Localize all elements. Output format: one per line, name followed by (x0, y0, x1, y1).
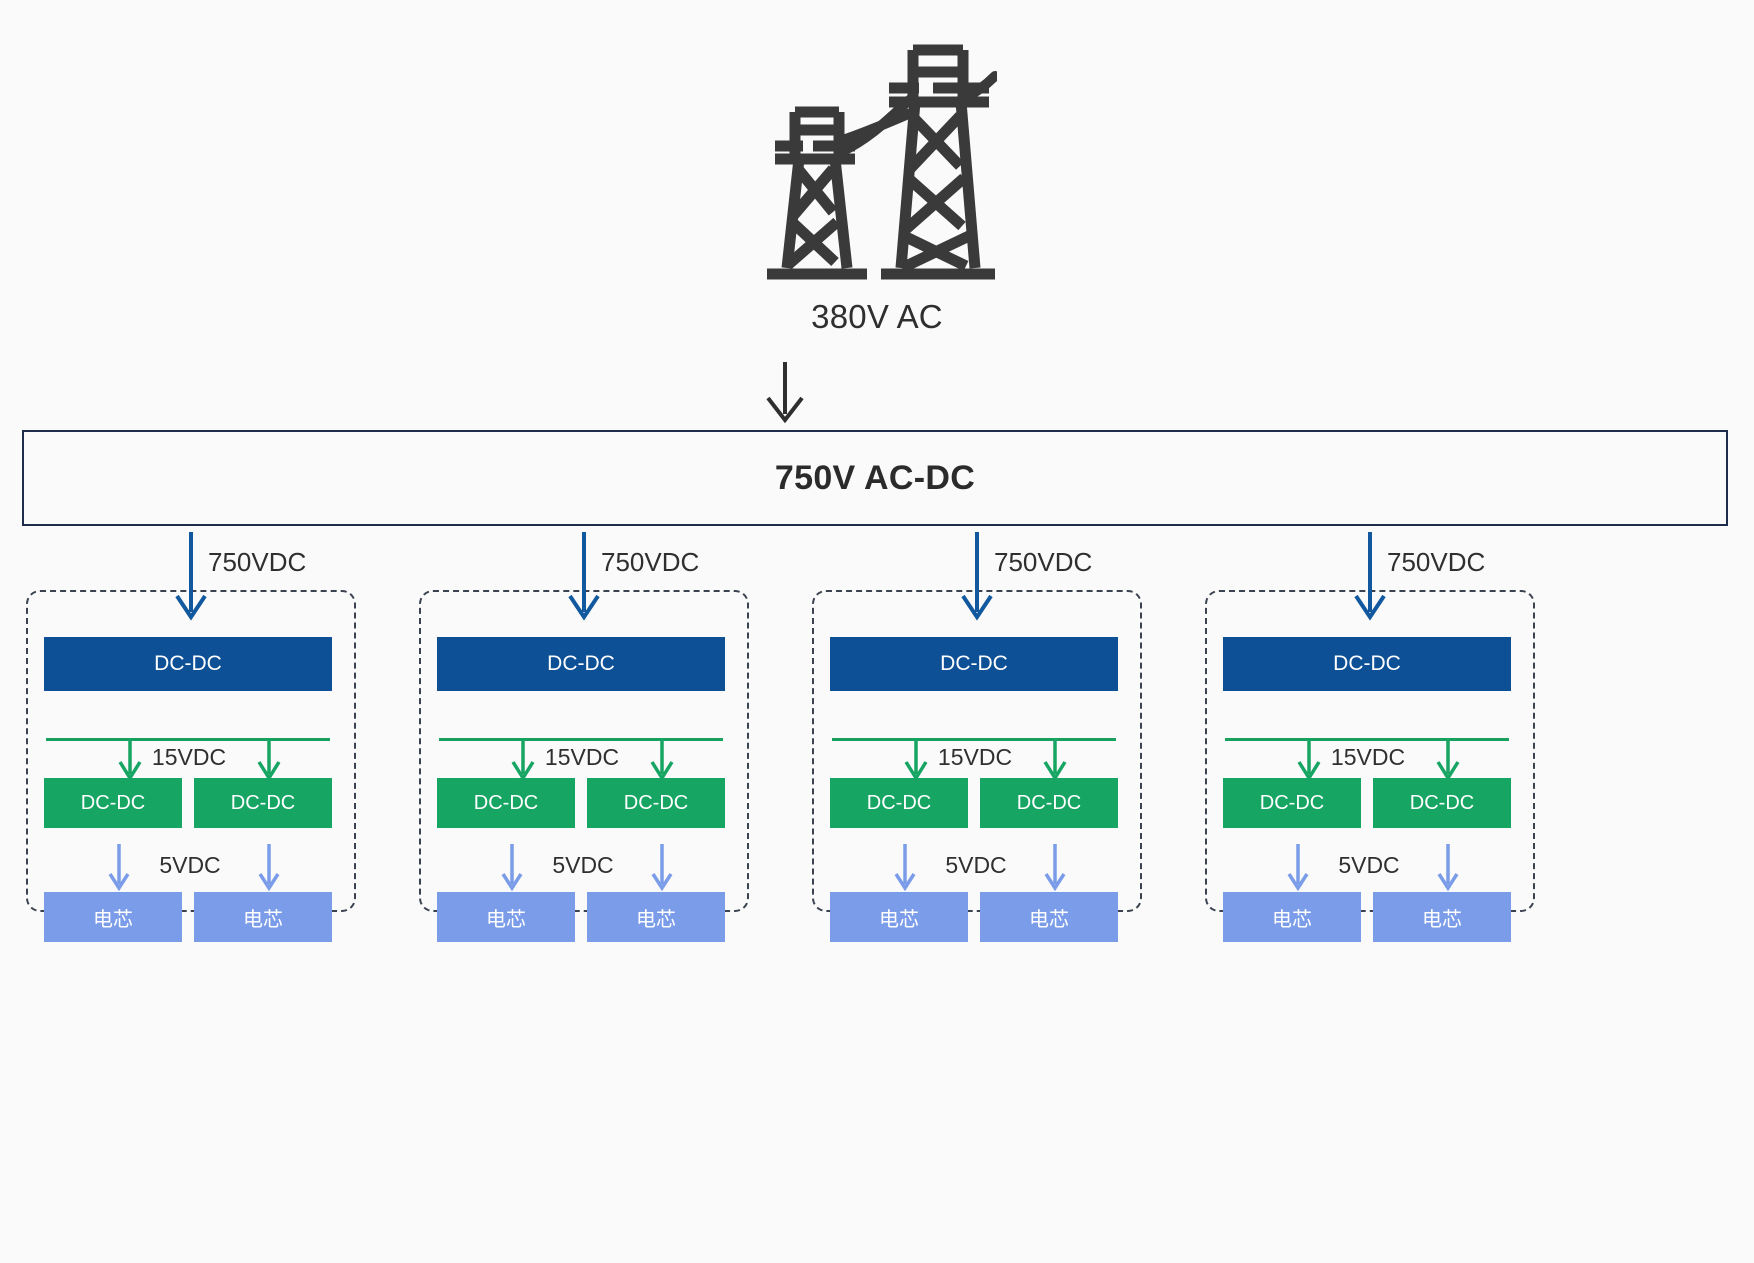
feed-arrow-750vdc (1354, 532, 1386, 621)
output-arrow-left (894, 844, 916, 892)
bus-arrow-right (1043, 738, 1067, 782)
secondary-dcdc-block[interactable]: DC-DC (980, 778, 1118, 828)
module-group: 750VDC DC-DC 15VDC DC-DC DC-DC 5V (415, 526, 808, 986)
source-voltage-label: 380V AC (811, 298, 943, 335)
output-arrow-left (108, 844, 130, 892)
bus-arrow-left (1297, 738, 1321, 782)
output-arrow-right (1437, 844, 1459, 892)
primary-dcdc-block[interactable]: DC-DC (44, 637, 332, 691)
primary-dcdc-label: DC-DC (940, 652, 1008, 675)
source-to-converter-arrow (766, 362, 804, 424)
secondary-dcdc-block[interactable]: DC-DC (587, 778, 725, 828)
secondary-dcdc-label: DC-DC (473, 791, 539, 814)
bus-arrow-left (511, 738, 535, 782)
bus-voltage-label: 15VDC (937, 744, 1013, 770)
bus-voltage-label: 15VDC (1330, 744, 1406, 770)
battery-cell-label: 电芯 (243, 908, 283, 931)
secondary-dcdc-label: DC-DC (623, 791, 689, 814)
output-voltage-label: 5VDC (552, 852, 614, 878)
output-arrow-left (1287, 844, 1309, 892)
output-arrow-left (501, 844, 523, 892)
bus-arrow-right (257, 738, 281, 782)
battery-cell-label: 电芯 (486, 908, 526, 931)
battery-cell-block[interactable]: 电芯 (437, 892, 575, 942)
bus-arrow-right (650, 738, 674, 782)
module-group-row: 750VDC DC-DC 15VDC DC-DC DC-DC 5V (0, 526, 1754, 996)
battery-cell-label: 电芯 (1029, 908, 1069, 931)
output-voltage-label: 5VDC (945, 852, 1007, 878)
feed-voltage-label: 750VDC (208, 547, 307, 577)
battery-cell-block[interactable]: 电芯 (1373, 892, 1511, 942)
feed-arrow-750vdc (961, 532, 993, 621)
secondary-dcdc-label: DC-DC (1016, 791, 1082, 814)
bus-arrow-left (118, 738, 142, 782)
battery-cell-block[interactable]: 电芯 (980, 892, 1118, 942)
secondary-dcdc-block[interactable]: DC-DC (1223, 778, 1361, 828)
secondary-dcdc-label: DC-DC (1259, 791, 1325, 814)
feed-voltage-label: 750VDC (994, 547, 1093, 577)
primary-dcdc-block[interactable]: DC-DC (437, 637, 725, 691)
ac-dc-converter-bar[interactable]: 750V AC-DC (22, 430, 1728, 526)
ac-dc-converter-label: 750V AC-DC (774, 458, 976, 497)
bus-line-15vdc (832, 738, 1116, 741)
bus-voltage-label: 15VDC (151, 744, 227, 770)
battery-cell-label: 电芯 (879, 908, 919, 931)
bus-voltage-label: 15VDC (544, 744, 620, 770)
output-arrow-right (258, 844, 280, 892)
battery-cell-block[interactable]: 电芯 (194, 892, 332, 942)
bus-line-15vdc (439, 738, 723, 741)
secondary-dcdc-label: DC-DC (230, 791, 296, 814)
secondary-dcdc-block[interactable]: DC-DC (1373, 778, 1511, 828)
battery-cell-block[interactable]: 电芯 (44, 892, 182, 942)
module-group: 750VDC DC-DC 15VDC DC-DC DC-DC 5V (22, 526, 415, 986)
primary-dcdc-label: DC-DC (547, 652, 615, 675)
secondary-dcdc-block[interactable]: DC-DC (437, 778, 575, 828)
output-voltage-label: 5VDC (159, 852, 221, 878)
secondary-dcdc-label: DC-DC (80, 791, 146, 814)
module-group: 750VDC DC-DC 15VDC DC-DC DC-DC 5V (808, 526, 1201, 986)
primary-dcdc-block[interactable]: DC-DC (1223, 637, 1511, 691)
feed-arrow-750vdc (175, 532, 207, 621)
battery-cell-label: 电芯 (636, 908, 676, 931)
primary-dcdc-block[interactable]: DC-DC (830, 637, 1118, 691)
primary-dcdc-label: DC-DC (154, 652, 222, 675)
battery-cell-label: 电芯 (93, 908, 133, 931)
bus-arrow-left (904, 738, 928, 782)
secondary-dcdc-block[interactable]: DC-DC (830, 778, 968, 828)
secondary-dcdc-block[interactable]: DC-DC (44, 778, 182, 828)
battery-cell-block[interactable]: 电芯 (830, 892, 968, 942)
output-arrow-right (1044, 844, 1066, 892)
battery-cell-label: 电芯 (1422, 908, 1462, 931)
secondary-dcdc-label: DC-DC (866, 791, 932, 814)
battery-cell-label: 电芯 (1272, 908, 1312, 931)
battery-cell-block[interactable]: 电芯 (1223, 892, 1361, 942)
primary-dcdc-label: DC-DC (1333, 652, 1401, 675)
module-group: 750VDC DC-DC 15VDC DC-DC DC-DC 5V (1201, 526, 1594, 986)
secondary-dcdc-block[interactable]: DC-DC (194, 778, 332, 828)
power-source-icon-wrap (0, 40, 1754, 285)
feed-voltage-label: 750VDC (601, 547, 700, 577)
bus-arrow-right (1436, 738, 1460, 782)
battery-cell-block[interactable]: 电芯 (587, 892, 725, 942)
bus-line-15vdc (46, 738, 330, 741)
output-voltage-label: 5VDC (1338, 852, 1400, 878)
transmission-tower-icon (767, 44, 997, 280)
feed-arrow-750vdc (568, 532, 600, 621)
feed-voltage-label: 750VDC (1387, 547, 1486, 577)
bus-line-15vdc (1225, 738, 1509, 741)
secondary-dcdc-label: DC-DC (1409, 791, 1475, 814)
output-arrow-right (651, 844, 673, 892)
